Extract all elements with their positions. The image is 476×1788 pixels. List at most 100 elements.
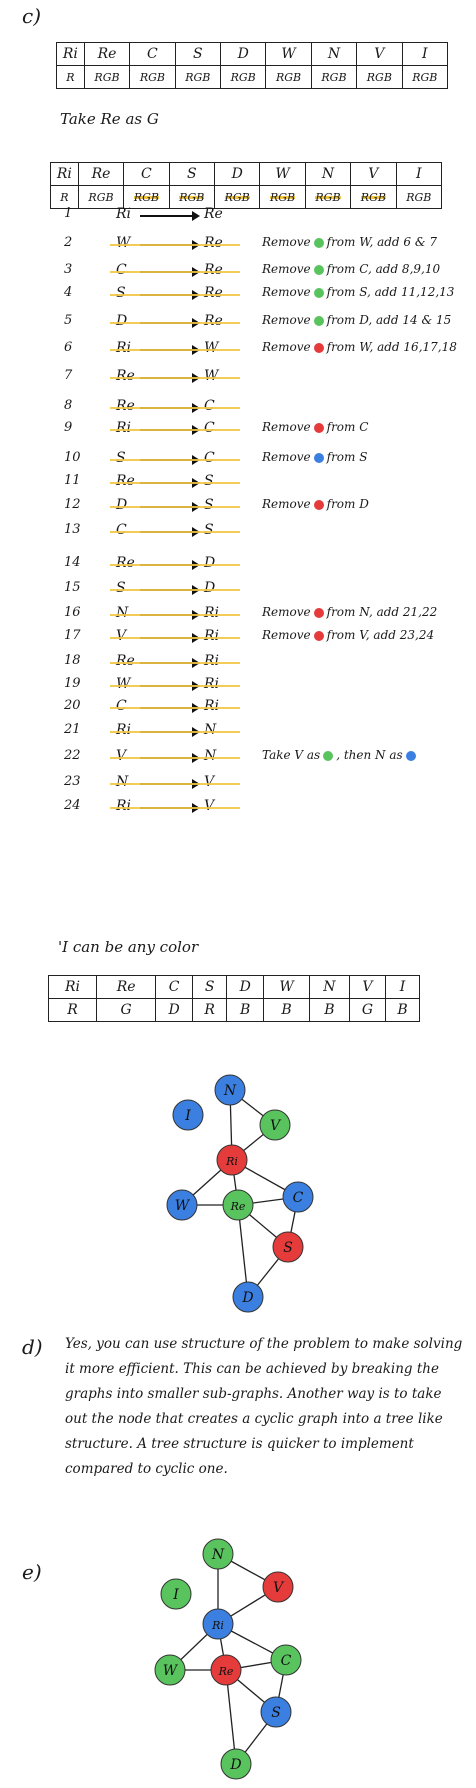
table1-header-cell: Re — [83, 42, 131, 66]
strike-mark — [110, 564, 240, 566]
graph-e-node — [154, 1654, 186, 1686]
step-number: 13 — [64, 522, 81, 537]
arc-from: Ri — [116, 420, 132, 436]
arc-from: C — [116, 522, 127, 538]
table2-header-cell: Ri — [50, 162, 79, 186]
step-number: 4 — [64, 285, 73, 300]
final-header-cell: W — [262, 975, 311, 999]
arc-to: Re — [204, 313, 223, 329]
take-re-note: Take Re as G — [60, 110, 159, 128]
step-number: 23 — [64, 774, 81, 789]
table1-domain-cell: RGB — [83, 65, 131, 89]
strike-mark — [110, 757, 240, 759]
table1-header-cell: D — [219, 42, 267, 66]
graph-e-node-label: N — [211, 1547, 225, 1563]
color-dot-icon — [313, 452, 324, 463]
arc-to: D — [204, 580, 216, 596]
step-number: 14 — [64, 555, 81, 570]
color-dot-icon — [313, 499, 324, 510]
arc-from: S — [116, 450, 126, 466]
arc-to: V — [204, 798, 215, 814]
section-d-answer: Yes, you can use structure of the proble… — [65, 1336, 463, 1477]
graph-e-node — [270, 1644, 302, 1676]
table1-domain-cell: RGB — [310, 65, 358, 89]
table2-header-cell: I — [395, 162, 443, 186]
strike-mark — [110, 807, 240, 809]
step-number: 20 — [64, 698, 81, 713]
strike-mark — [110, 377, 240, 379]
table1-domain-cell: RGB — [265, 65, 312, 89]
final-value-cell: B — [309, 998, 350, 1022]
color-dot-icon — [313, 237, 324, 248]
table1-domain-cell: RGB — [174, 65, 221, 89]
table1-domain-cell: RGB — [356, 65, 403, 89]
strike-mark — [110, 482, 240, 484]
graph-c-node — [222, 1189, 254, 1221]
final-value-cell: B — [226, 998, 264, 1022]
strike-mark — [110, 349, 240, 351]
step-number: 11 — [64, 473, 81, 488]
section-e-label: e) — [22, 1560, 42, 1584]
graph-e-node — [202, 1538, 234, 1570]
i-any-color-note: 'I can be any color — [58, 938, 199, 956]
graph-c-node — [272, 1231, 304, 1263]
graph-e-node-label: S — [271, 1705, 281, 1721]
arc-to: Ri — [204, 676, 220, 692]
final-value-cell: B — [385, 998, 420, 1022]
strike-mark — [110, 783, 240, 785]
arc-to: S — [204, 522, 214, 538]
color-dot-icon — [405, 750, 416, 761]
arc-from: Ri — [116, 722, 132, 738]
arc-from: Re — [116, 398, 135, 414]
graph-c-node-label: I — [184, 1108, 191, 1124]
arc-to: Ri — [204, 628, 220, 644]
final-header-cell: N — [309, 975, 350, 999]
step-number: 15 — [64, 580, 81, 595]
step-number: 21 — [64, 722, 81, 737]
arc-from: N — [116, 605, 129, 621]
table2-domain-cell: RGB — [168, 185, 215, 209]
section-d-label: d) — [22, 1335, 43, 1359]
strike-mark — [110, 244, 240, 246]
strike-mark — [110, 614, 240, 616]
strike-mark — [110, 531, 240, 533]
final-header-cell: Re — [95, 975, 157, 999]
graph-e-node — [202, 1608, 234, 1640]
arc-to: W — [204, 340, 219, 356]
step-number: 16 — [64, 605, 81, 620]
strike-mark — [110, 637, 240, 639]
arc-step: 13 C S — [0, 522, 476, 544]
arrow-icon — [140, 211, 200, 220]
graph-c-node-label: V — [270, 1118, 282, 1134]
graph-c-node — [282, 1181, 314, 1213]
color-dot-icon — [313, 264, 324, 275]
graph-e-node-label: D — [229, 1757, 241, 1773]
step-number: 6 — [64, 340, 73, 355]
final-value-cell: B — [262, 998, 311, 1022]
step-number: 19 — [64, 676, 81, 691]
arc-to: C — [204, 420, 215, 436]
strike-mark — [110, 662, 240, 664]
arc-from: S — [116, 580, 126, 596]
final-value-cell: R — [48, 998, 97, 1022]
arc-from: W — [116, 676, 131, 692]
arc-to: C — [204, 450, 215, 466]
arc-to: Re — [204, 285, 223, 301]
final-header-cell: D — [226, 975, 264, 999]
